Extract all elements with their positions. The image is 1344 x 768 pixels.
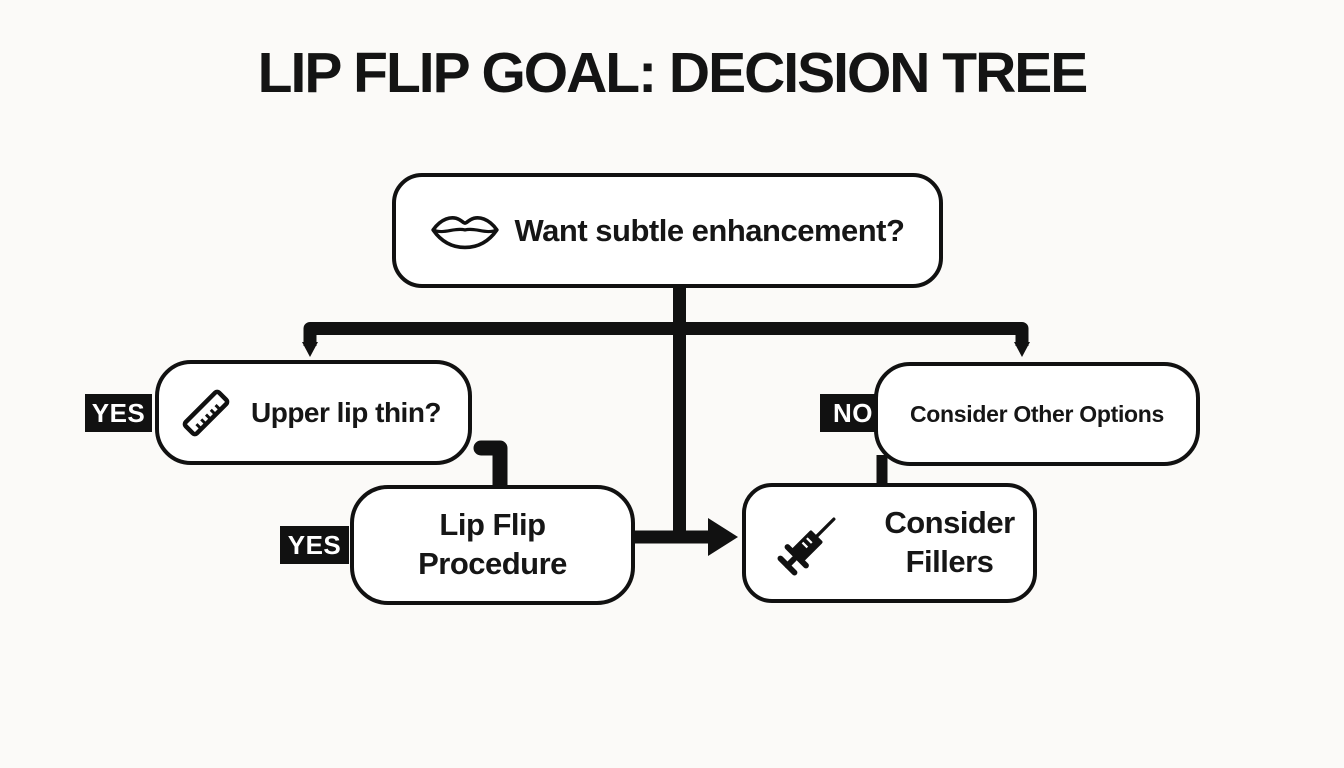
node-consider-other-options: Consider Other Options [874, 362, 1200, 466]
node-label: Upper lip thin? [251, 396, 442, 428]
ruler-icon [182, 389, 230, 436]
node-want-subtle-enhancement: Want subtle enhancement? [392, 173, 943, 288]
branch-left-arrow-tip [302, 342, 318, 357]
node-label: Consider Fillers [884, 505, 1015, 579]
yes-badge-lower: YES [280, 526, 349, 564]
branch-right-arrow-tip [1014, 342, 1030, 357]
connector-branch-bar [303, 322, 1029, 346]
node-label: Want subtle enhancement? [514, 212, 905, 248]
fillers-arrowhead [708, 518, 738, 556]
node-lip-flip-procedure: Lip Flip Procedure [350, 485, 635, 605]
yes-badge-left: YES [85, 394, 152, 432]
node-label: Lip Flip Procedure [418, 507, 567, 581]
connector-yes-elbow [473, 440, 508, 496]
node-consider-fillers: Consider Fillers [742, 483, 1037, 603]
node-label: Consider Other Options [909, 400, 1165, 427]
node-upper-lip-thin: Upper lip thin? [155, 360, 472, 465]
page-title: LIP FLIP GOAL: DECISION TREE [257, 41, 1089, 105]
lips-icon [430, 215, 499, 249]
syringe-icon [777, 517, 836, 576]
